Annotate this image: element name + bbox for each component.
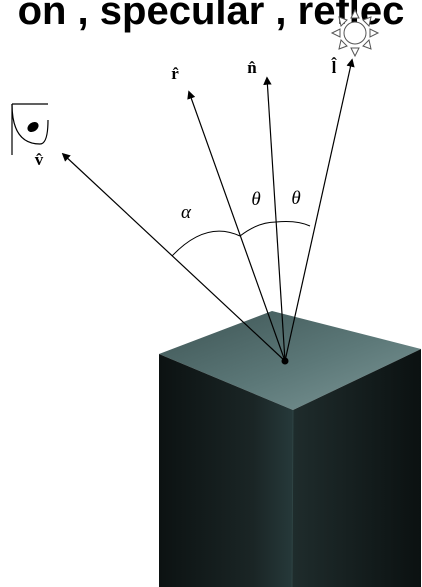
eye-icon	[11, 103, 49, 155]
normal-vector	[263, 76, 286, 362]
theta-left-label: θ	[251, 189, 260, 210]
cube	[159, 311, 421, 587]
theta-right-arc	[275, 221, 311, 227]
theta-left-arc	[239, 221, 277, 237]
cube-side-face	[292, 349, 421, 587]
cube-edge	[291, 409, 294, 587]
reflection-vector-label: r̂	[171, 64, 179, 83]
cube-front-face	[159, 354, 293, 587]
page-title: on , specular , reflec	[18, 0, 405, 33]
sun-icon	[330, 8, 380, 58]
theta-right-label: θ	[291, 188, 300, 209]
view-vector-label: v̂	[35, 150, 44, 169]
reflection-vector	[187, 90, 286, 362]
alpha-arc	[171, 230, 241, 257]
normal-vector-label: n̂	[247, 58, 257, 77]
light-vector-label: l̂	[331, 58, 337, 77]
alpha-label: α	[181, 202, 192, 223]
view-vector	[61, 152, 286, 362]
light-vector	[284, 58, 355, 362]
vectors	[61, 58, 355, 362]
angle-arcs	[171, 221, 311, 257]
cube-top-face	[159, 311, 421, 410]
incidence-point	[281, 357, 289, 365]
